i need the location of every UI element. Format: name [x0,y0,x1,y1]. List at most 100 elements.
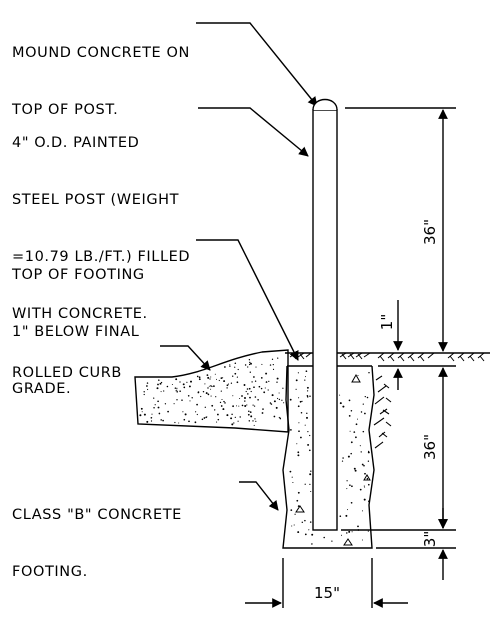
stipple-dot [232,395,234,397]
stipple-dot [241,404,244,407]
stipple-dot [360,451,362,453]
stipple-dot [222,408,225,411]
stipple-dot [250,415,253,418]
stipple-dot [311,533,314,536]
stipple-dot [362,403,364,405]
stipple-dot [243,384,246,386]
stipple-dot [206,374,209,376]
stipple-dot [306,395,309,397]
stipple-dot [295,388,297,390]
stipple-dot [191,397,193,399]
stipple-dot [366,396,369,399]
stipple-dot [367,483,370,486]
stipple-dot [244,397,246,399]
stipple-dot [298,397,300,399]
stipple-dot [220,377,223,379]
dim-text-width: 15" [314,584,340,602]
stipple-dot [181,399,183,401]
stipple-dot [304,424,306,426]
stipple-dot [150,417,152,419]
stipple-dot [238,405,240,407]
stipple-dot [189,400,191,402]
stipple-dot [151,413,153,415]
rolled-curb [134,349,289,433]
stipple-dot [160,381,163,384]
stipple-dot [299,400,302,403]
stipple-dot [367,451,370,454]
soil-hatch [373,375,392,449]
stipple-dot [346,532,348,534]
dim-text-3in: 3" [421,531,439,547]
stipple-dot [304,483,306,485]
stipple-dot [364,395,366,398]
stipple-dot [175,378,178,381]
stipple-dot [346,488,348,490]
stipple-dot [253,405,256,407]
stipple-dot [357,529,360,531]
stipple-dot [294,513,296,515]
stipple-dot [247,413,250,416]
stipple-dot [248,420,251,422]
stipple-dot [150,420,153,422]
stipple-dot [354,469,357,472]
stipple-dot [182,383,185,386]
dim-text-above-grade: 36" [421,219,439,245]
stipple-dot [348,415,351,417]
stipple-dot [157,406,160,409]
concrete-stipple [139,357,370,545]
stipple-dot [260,377,263,379]
stipple-dot [146,385,148,387]
stipple-dot [278,416,280,419]
leader-mound [196,22,318,107]
stipple-dot [342,405,345,408]
stipple-dot [236,381,239,384]
stipple-dot [174,387,177,389]
stipple-dot [357,374,359,377]
stipple-dot [349,430,351,432]
stipple-dot [367,530,369,532]
stipple-dot [278,398,281,401]
stipple-dot [364,486,366,488]
note-concrete-footing: CLASS "B" CONCRETE FOOTING. [12,507,182,580]
stipple-dot [179,381,181,383]
stipple-dot [247,366,249,368]
stipple-dot [304,519,306,522]
stipple-dot [182,425,184,427]
stipple-dot [306,416,308,419]
stipple-dot [237,420,239,422]
stipple-dot [368,500,370,503]
stipple-dot [244,364,247,366]
stipple-dot [272,363,274,366]
stipple-dot [350,501,353,504]
stipple-dot [281,399,283,401]
stipple-dot [297,505,300,507]
stipple-dot [346,509,349,511]
stipple-dot [282,387,284,389]
stipple-dot [306,412,308,415]
stipple-dot [350,441,353,444]
stipple-dot [309,395,311,397]
stipple-dot [246,404,248,406]
stipple-dot [308,529,310,531]
stipple-dot [211,404,214,407]
stipple-dot [198,378,201,381]
stipple-dot [196,413,198,416]
stipple-dot [176,391,178,393]
stipple-dot [194,421,197,424]
stipple-dot [298,422,300,424]
stipple-dot [306,386,309,389]
stipple-dot [206,416,208,418]
aggregate-triangles [295,373,371,546]
stipple-dot [171,383,173,386]
stipple-dot [357,525,359,528]
stipple-dot [176,387,178,389]
stipple-dot [307,431,309,433]
stipple-dot [186,381,188,383]
stipple-dot [359,488,362,491]
stipple-dot [269,364,272,366]
stipple-dot [252,420,254,422]
stipple-dot [188,385,191,388]
leader-footing [239,481,279,511]
stipple-dot [291,525,293,527]
